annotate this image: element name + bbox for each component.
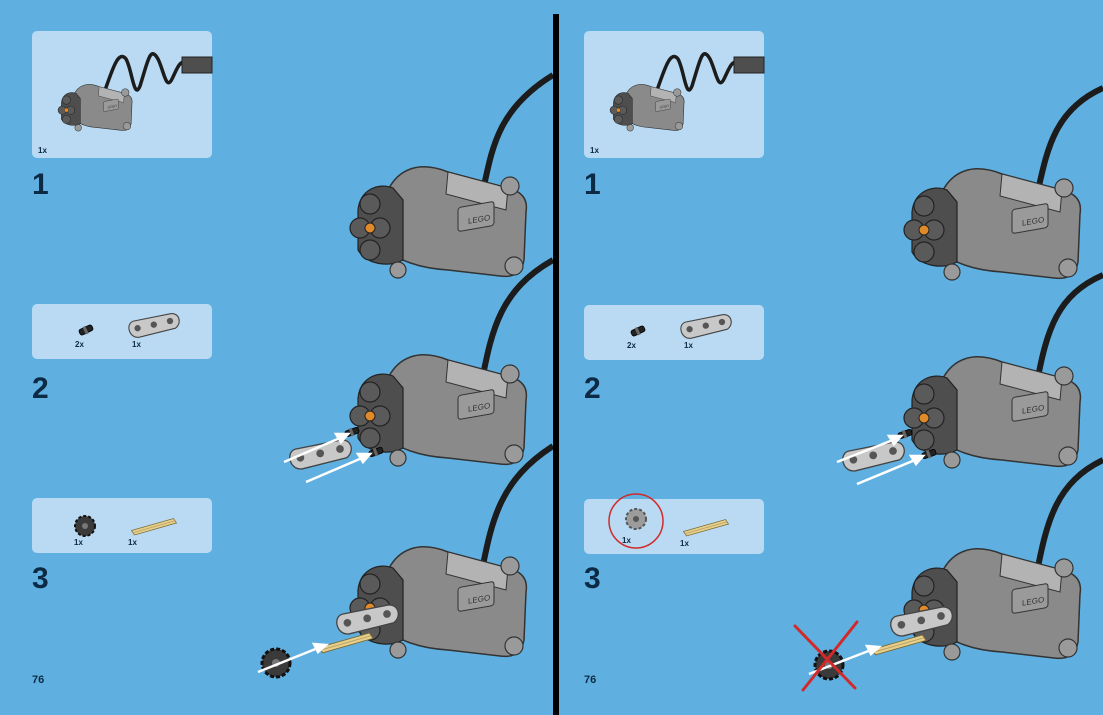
page-number: 76 (584, 674, 597, 686)
motor-part-icon (609, 52, 765, 132)
step-number: 3 (584, 562, 601, 595)
page-number: 76 (32, 674, 45, 686)
parts-box-step-3: 1x 1x (584, 493, 764, 554)
part-qty: 1x (680, 539, 689, 548)
part-qty: 1x (132, 340, 141, 349)
page-divider (553, 14, 559, 715)
parts-box-step-2: 2x 1x (32, 304, 212, 359)
axle-part (318, 632, 374, 654)
axle-part (871, 634, 927, 656)
part-qty: 1x (622, 536, 631, 545)
parts-box-step-1: 1x (32, 31, 213, 158)
motor-cable (1034, 272, 1103, 383)
part-qty: 1x (684, 341, 693, 350)
part-qty: 2x (75, 340, 84, 349)
red-cross-marker (793, 620, 859, 692)
insertion-arrow (836, 434, 926, 486)
part-qty: 1x (128, 538, 137, 547)
parts-box-step-3: 1x 1x (32, 498, 212, 553)
step-number: 1 (584, 168, 601, 201)
highlight-circle (608, 493, 664, 549)
motor-step-3 (349, 546, 528, 659)
assembly-illustration (793, 85, 1103, 692)
insertion-arrow (283, 432, 373, 484)
part-qty: 1x (590, 146, 599, 155)
motor-step-1 (349, 166, 528, 279)
assembly-illustration (257, 72, 553, 679)
motor-cable (1034, 457, 1103, 573)
step-number: 2 (584, 372, 601, 405)
step-number: 2 (32, 372, 49, 405)
motor-step-3 (903, 548, 1082, 661)
motor-cable (479, 72, 553, 196)
step-number: 1 (32, 168, 49, 201)
parts-box-step-2: 2x 1x (584, 305, 764, 360)
left-instruction-page: 1x 1 2x 1x 2 1x 1x 3 (32, 31, 553, 686)
step-number: 3 (32, 562, 49, 595)
motor-step-1 (903, 168, 1082, 281)
gear-part-icon (74, 515, 96, 537)
motor-cable (479, 257, 553, 381)
motor-cable (1034, 85, 1103, 196)
gear-part-icon (608, 493, 664, 549)
right-instruction-page: 1x 1 2x 1x 2 1x 1x 3 (559, 0, 1103, 715)
motor-part-icon (57, 52, 213, 132)
part-qty: 2x (627, 341, 636, 350)
insertion-arrow (257, 642, 330, 674)
part-qty: 1x (38, 146, 47, 155)
parts-box-step-1: 1x (584, 31, 765, 158)
gear-part (260, 647, 292, 679)
part-qty: 1x (74, 538, 83, 547)
motor-cable (479, 443, 553, 571)
